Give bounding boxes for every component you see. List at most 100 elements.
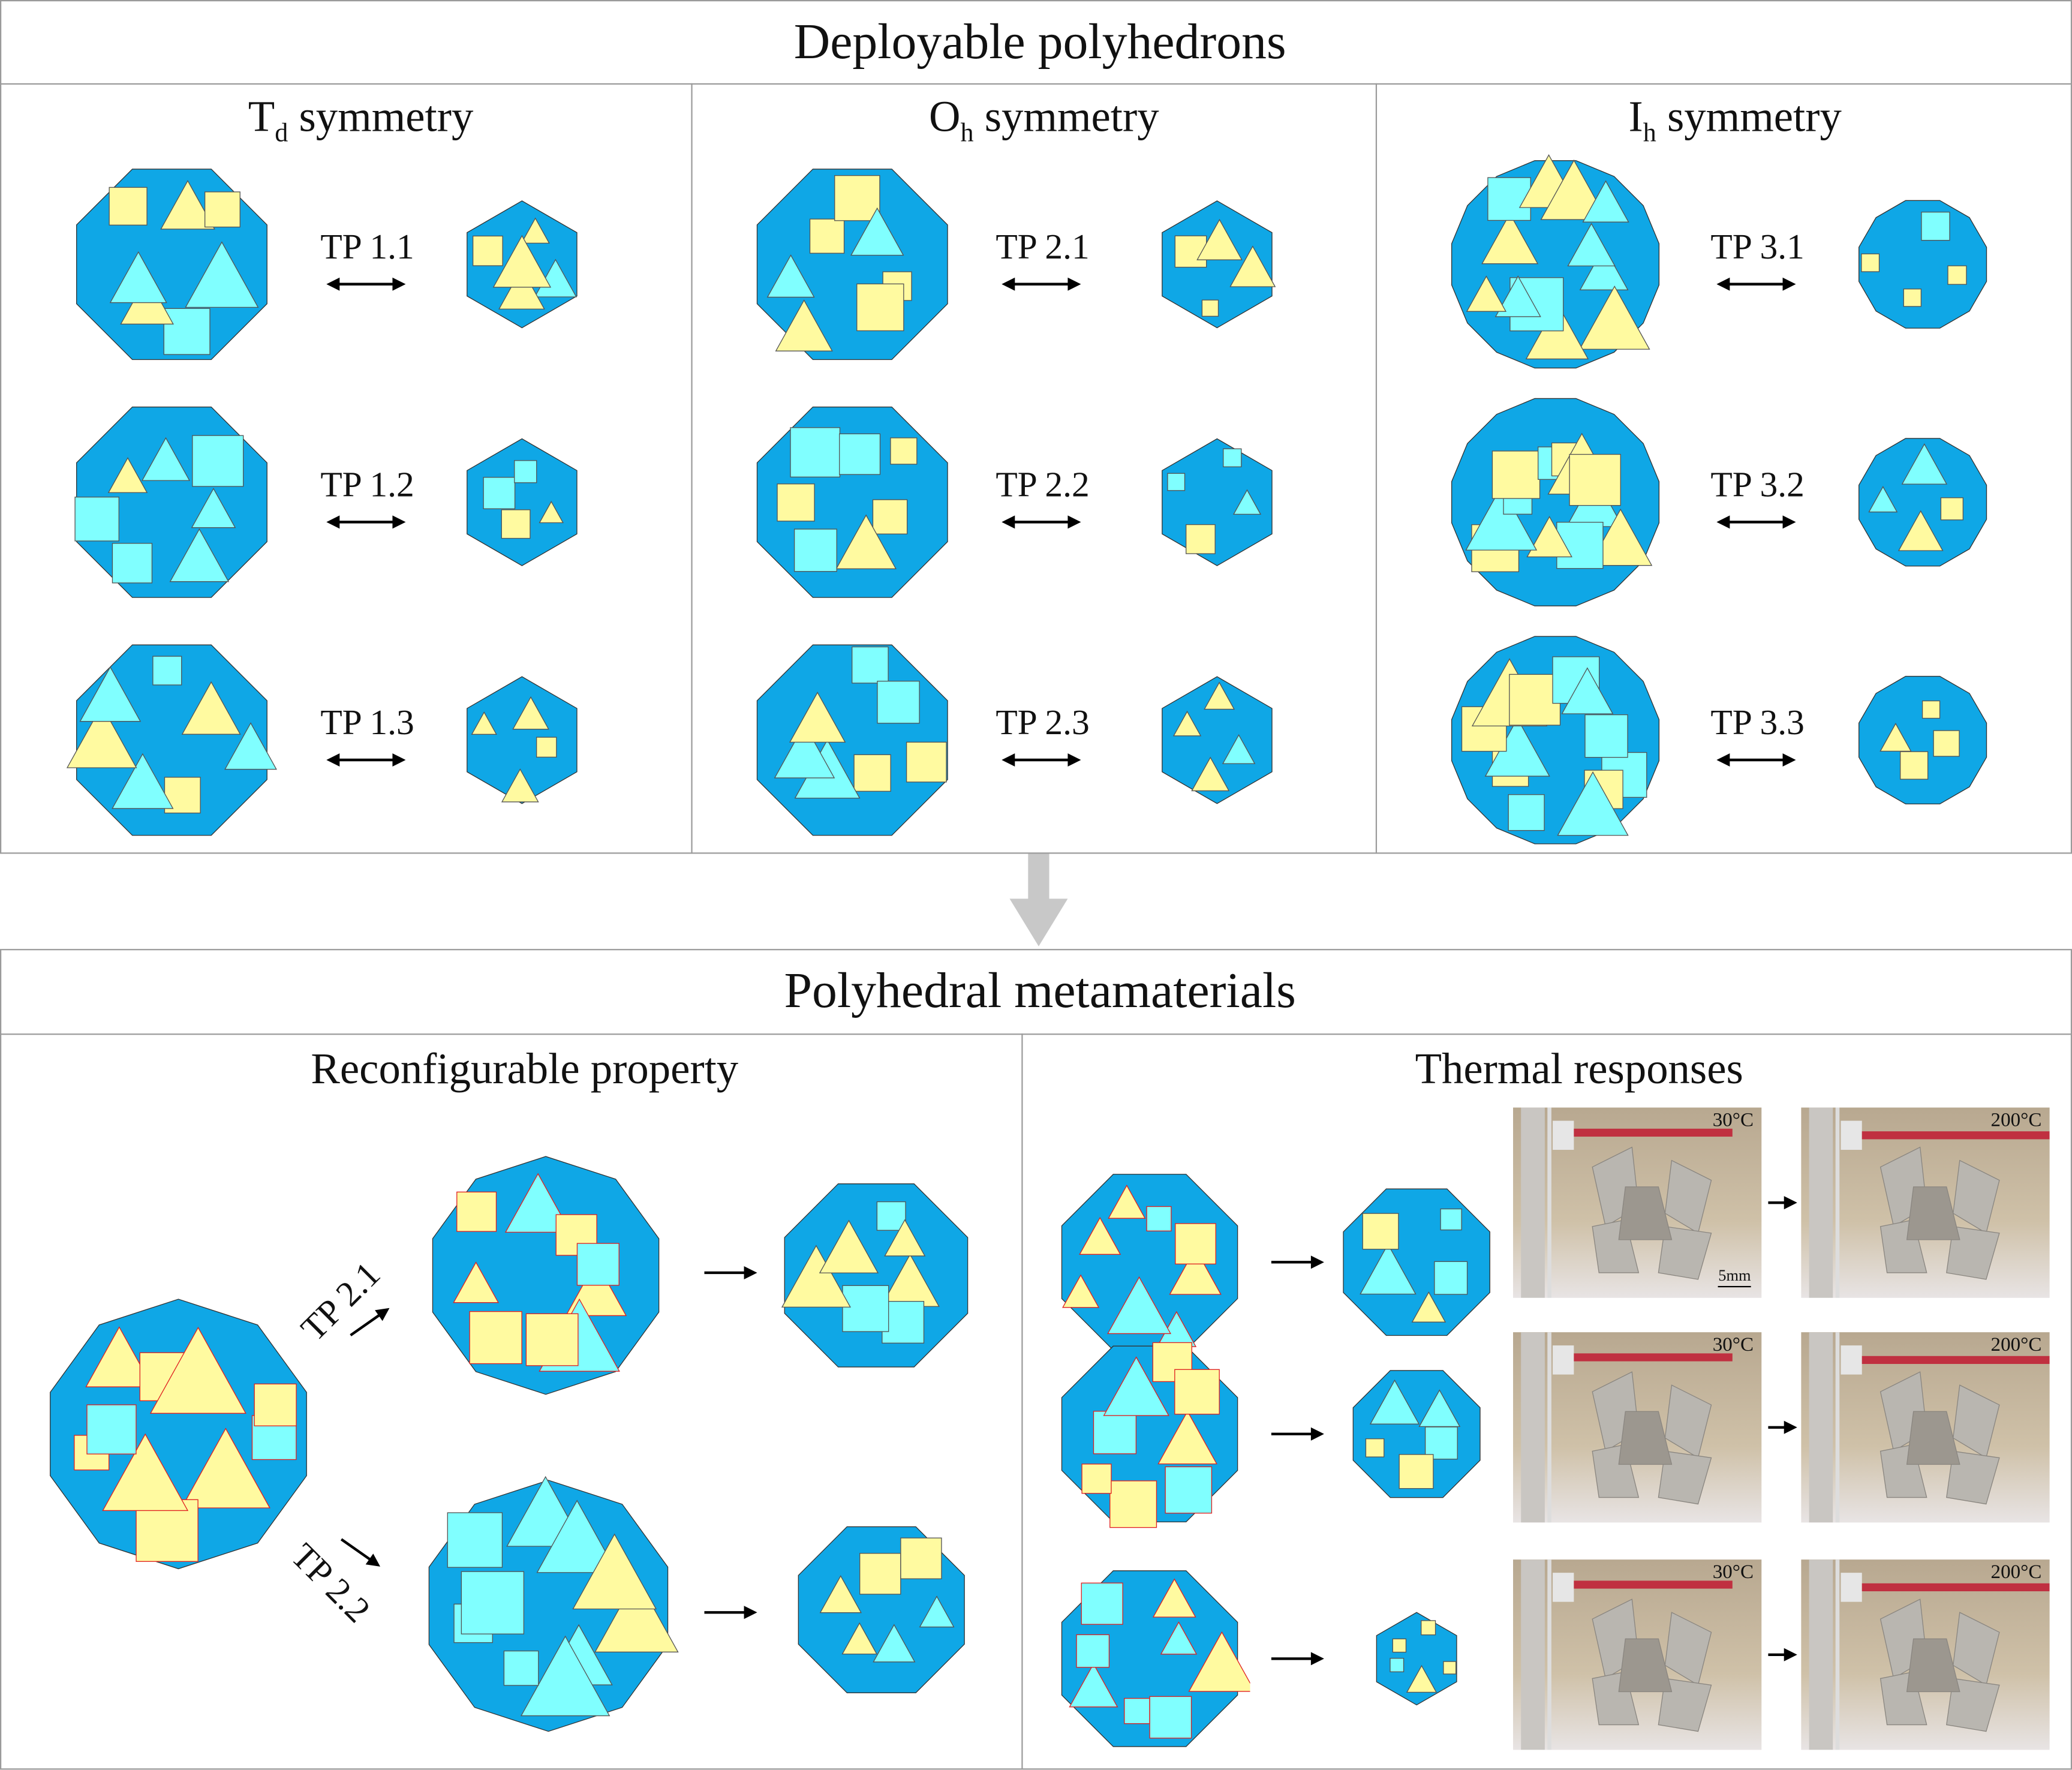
symmetry-subscript: h bbox=[960, 118, 974, 148]
temperature-label: 200°C bbox=[1990, 1110, 2042, 1132]
prototype-image bbox=[1809, 1559, 2050, 1750]
tp21-folded bbox=[781, 1183, 969, 1368]
folded-polyhedron bbox=[467, 676, 578, 804]
section-title: Reconfigurable property bbox=[311, 1046, 739, 1094]
deployed-polyhedron bbox=[76, 169, 267, 360]
arrow-icon bbox=[704, 1266, 757, 1279]
temperature-label: 30°C bbox=[1712, 1110, 1754, 1132]
deployable-polyhedrons-panel bbox=[0, 0, 2072, 854]
double-arrow-icon bbox=[1716, 753, 1796, 767]
divider bbox=[0, 83, 2072, 85]
symmetry-subscript: h bbox=[1643, 118, 1656, 148]
arrow-icon bbox=[1768, 1420, 1797, 1434]
double-arrow-icon bbox=[1002, 753, 1081, 767]
transformation-label: TP 1.1 bbox=[320, 226, 414, 267]
folded-polyhedron bbox=[1162, 200, 1276, 329]
arrow-icon bbox=[350, 1308, 390, 1337]
tp22-intermediate bbox=[428, 1475, 679, 1732]
arrow-icon bbox=[340, 1538, 381, 1567]
metamaterial-unit bbox=[50, 1299, 307, 1570]
deployed-polyhedron bbox=[756, 169, 948, 360]
folded-polyhedron bbox=[1859, 200, 1987, 329]
folded-polyhedron bbox=[1162, 676, 1273, 804]
transformation-label: TP 3.1 bbox=[1710, 226, 1805, 267]
prototype-image bbox=[1809, 1107, 2050, 1298]
divider bbox=[1021, 1033, 1023, 1770]
transformation-label: TP 1.3 bbox=[320, 702, 414, 743]
temperature-label: 30°C bbox=[1712, 1562, 1754, 1583]
arrow-icon bbox=[1271, 1255, 1324, 1269]
transformation-label: TP 3.3 bbox=[1710, 702, 1805, 743]
panel-title: Polyhedral metamaterials bbox=[784, 963, 1296, 1019]
thermal-model-folded bbox=[1343, 1188, 1490, 1336]
folded-polyhedron bbox=[467, 438, 578, 566]
prototype-photo-before: 30°C 5mm bbox=[1513, 1107, 1762, 1298]
symmetry-subscript: d bbox=[275, 118, 288, 148]
prototype-image bbox=[1521, 1332, 1733, 1523]
deployed-polyhedron bbox=[66, 644, 277, 836]
prototype-photo-before: 30°C bbox=[1513, 1559, 1762, 1750]
thermal-model-folded bbox=[1376, 1612, 1457, 1706]
panel-title: Deployable polyhedrons bbox=[793, 14, 1286, 70]
arrow-icon bbox=[1768, 1648, 1797, 1661]
double-arrow-icon bbox=[326, 277, 406, 291]
deployed-polyhedron bbox=[756, 644, 948, 836]
temperature-label: 30°C bbox=[1712, 1335, 1754, 1356]
double-arrow-icon bbox=[1716, 515, 1796, 529]
deployed-polyhedron bbox=[1451, 398, 1660, 606]
double-arrow-icon bbox=[326, 753, 406, 767]
thermal-model-initial bbox=[1061, 1174, 1238, 1351]
transformation-label: TP 3.2 bbox=[1710, 464, 1805, 504]
temperature-label: 200°C bbox=[1990, 1335, 2042, 1356]
folded-polyhedron bbox=[467, 200, 578, 329]
tp21-intermediate bbox=[432, 1156, 660, 1395]
divider bbox=[691, 83, 693, 854]
symmetry-heading: Ih symmetry bbox=[1629, 94, 1842, 149]
transformation-label: TP 2.1 bbox=[996, 226, 1090, 267]
divider bbox=[0, 1033, 2072, 1035]
temperature-label: 200°C bbox=[1990, 1562, 2042, 1583]
scale-bar-label: 5mm bbox=[1718, 1266, 1751, 1288]
symmetry-heading: Oh symmetry bbox=[929, 94, 1159, 149]
double-arrow-icon bbox=[1002, 277, 1081, 291]
deployed-polyhedron bbox=[74, 406, 267, 598]
symmetry-word: symmetry bbox=[1656, 94, 1842, 142]
thermal-model-initial bbox=[1061, 1342, 1238, 1528]
prototype-photo-before: 30°C bbox=[1513, 1332, 1762, 1523]
prototype-photo-after: 200°C bbox=[1801, 1332, 2050, 1523]
arrow-icon bbox=[704, 1606, 757, 1619]
prototype-image bbox=[1521, 1559, 1733, 1750]
arrow-icon bbox=[1768, 1196, 1797, 1210]
deployed-polyhedron bbox=[756, 406, 948, 598]
polyhedral-metamaterials-panel bbox=[0, 949, 2072, 1770]
transformation-label: TP 2.3 bbox=[996, 702, 1090, 743]
prototype-photo-after: 200°C bbox=[1801, 1107, 2050, 1298]
down-arrow-icon bbox=[1009, 854, 1068, 946]
arrow-icon bbox=[1271, 1427, 1324, 1441]
folded-polyhedron bbox=[1859, 675, 1987, 805]
deployed-polyhedron bbox=[1451, 636, 1660, 845]
prototype-image bbox=[1521, 1107, 1733, 1298]
prototype-image bbox=[1809, 1332, 2050, 1523]
transformation-label: TP 1.2 bbox=[320, 464, 414, 504]
symmetry-heading: Td symmetry bbox=[248, 94, 473, 149]
thermal-model-initial bbox=[1061, 1570, 1250, 1747]
symmetry-word: symmetry bbox=[973, 94, 1159, 142]
tp22-folded bbox=[798, 1526, 965, 1693]
prototype-photo-after: 200°C bbox=[1801, 1559, 2050, 1750]
double-arrow-icon bbox=[326, 515, 406, 529]
arrow-icon bbox=[1271, 1652, 1324, 1666]
divider bbox=[1375, 83, 1378, 854]
folded-polyhedron bbox=[1859, 438, 1987, 567]
symmetry-symbol: T bbox=[248, 94, 275, 142]
section-title: Thermal responses bbox=[1415, 1046, 1743, 1094]
deployed-polyhedron bbox=[1451, 154, 1660, 369]
symmetry-symbol: O bbox=[928, 94, 961, 142]
double-arrow-icon bbox=[1002, 515, 1081, 529]
symmetry-word: symmetry bbox=[288, 94, 474, 142]
thermal-model-folded bbox=[1352, 1370, 1481, 1498]
transformation-label: TP 2.2 bbox=[996, 464, 1090, 504]
double-arrow-icon bbox=[1716, 277, 1796, 291]
folded-polyhedron bbox=[1162, 438, 1273, 566]
